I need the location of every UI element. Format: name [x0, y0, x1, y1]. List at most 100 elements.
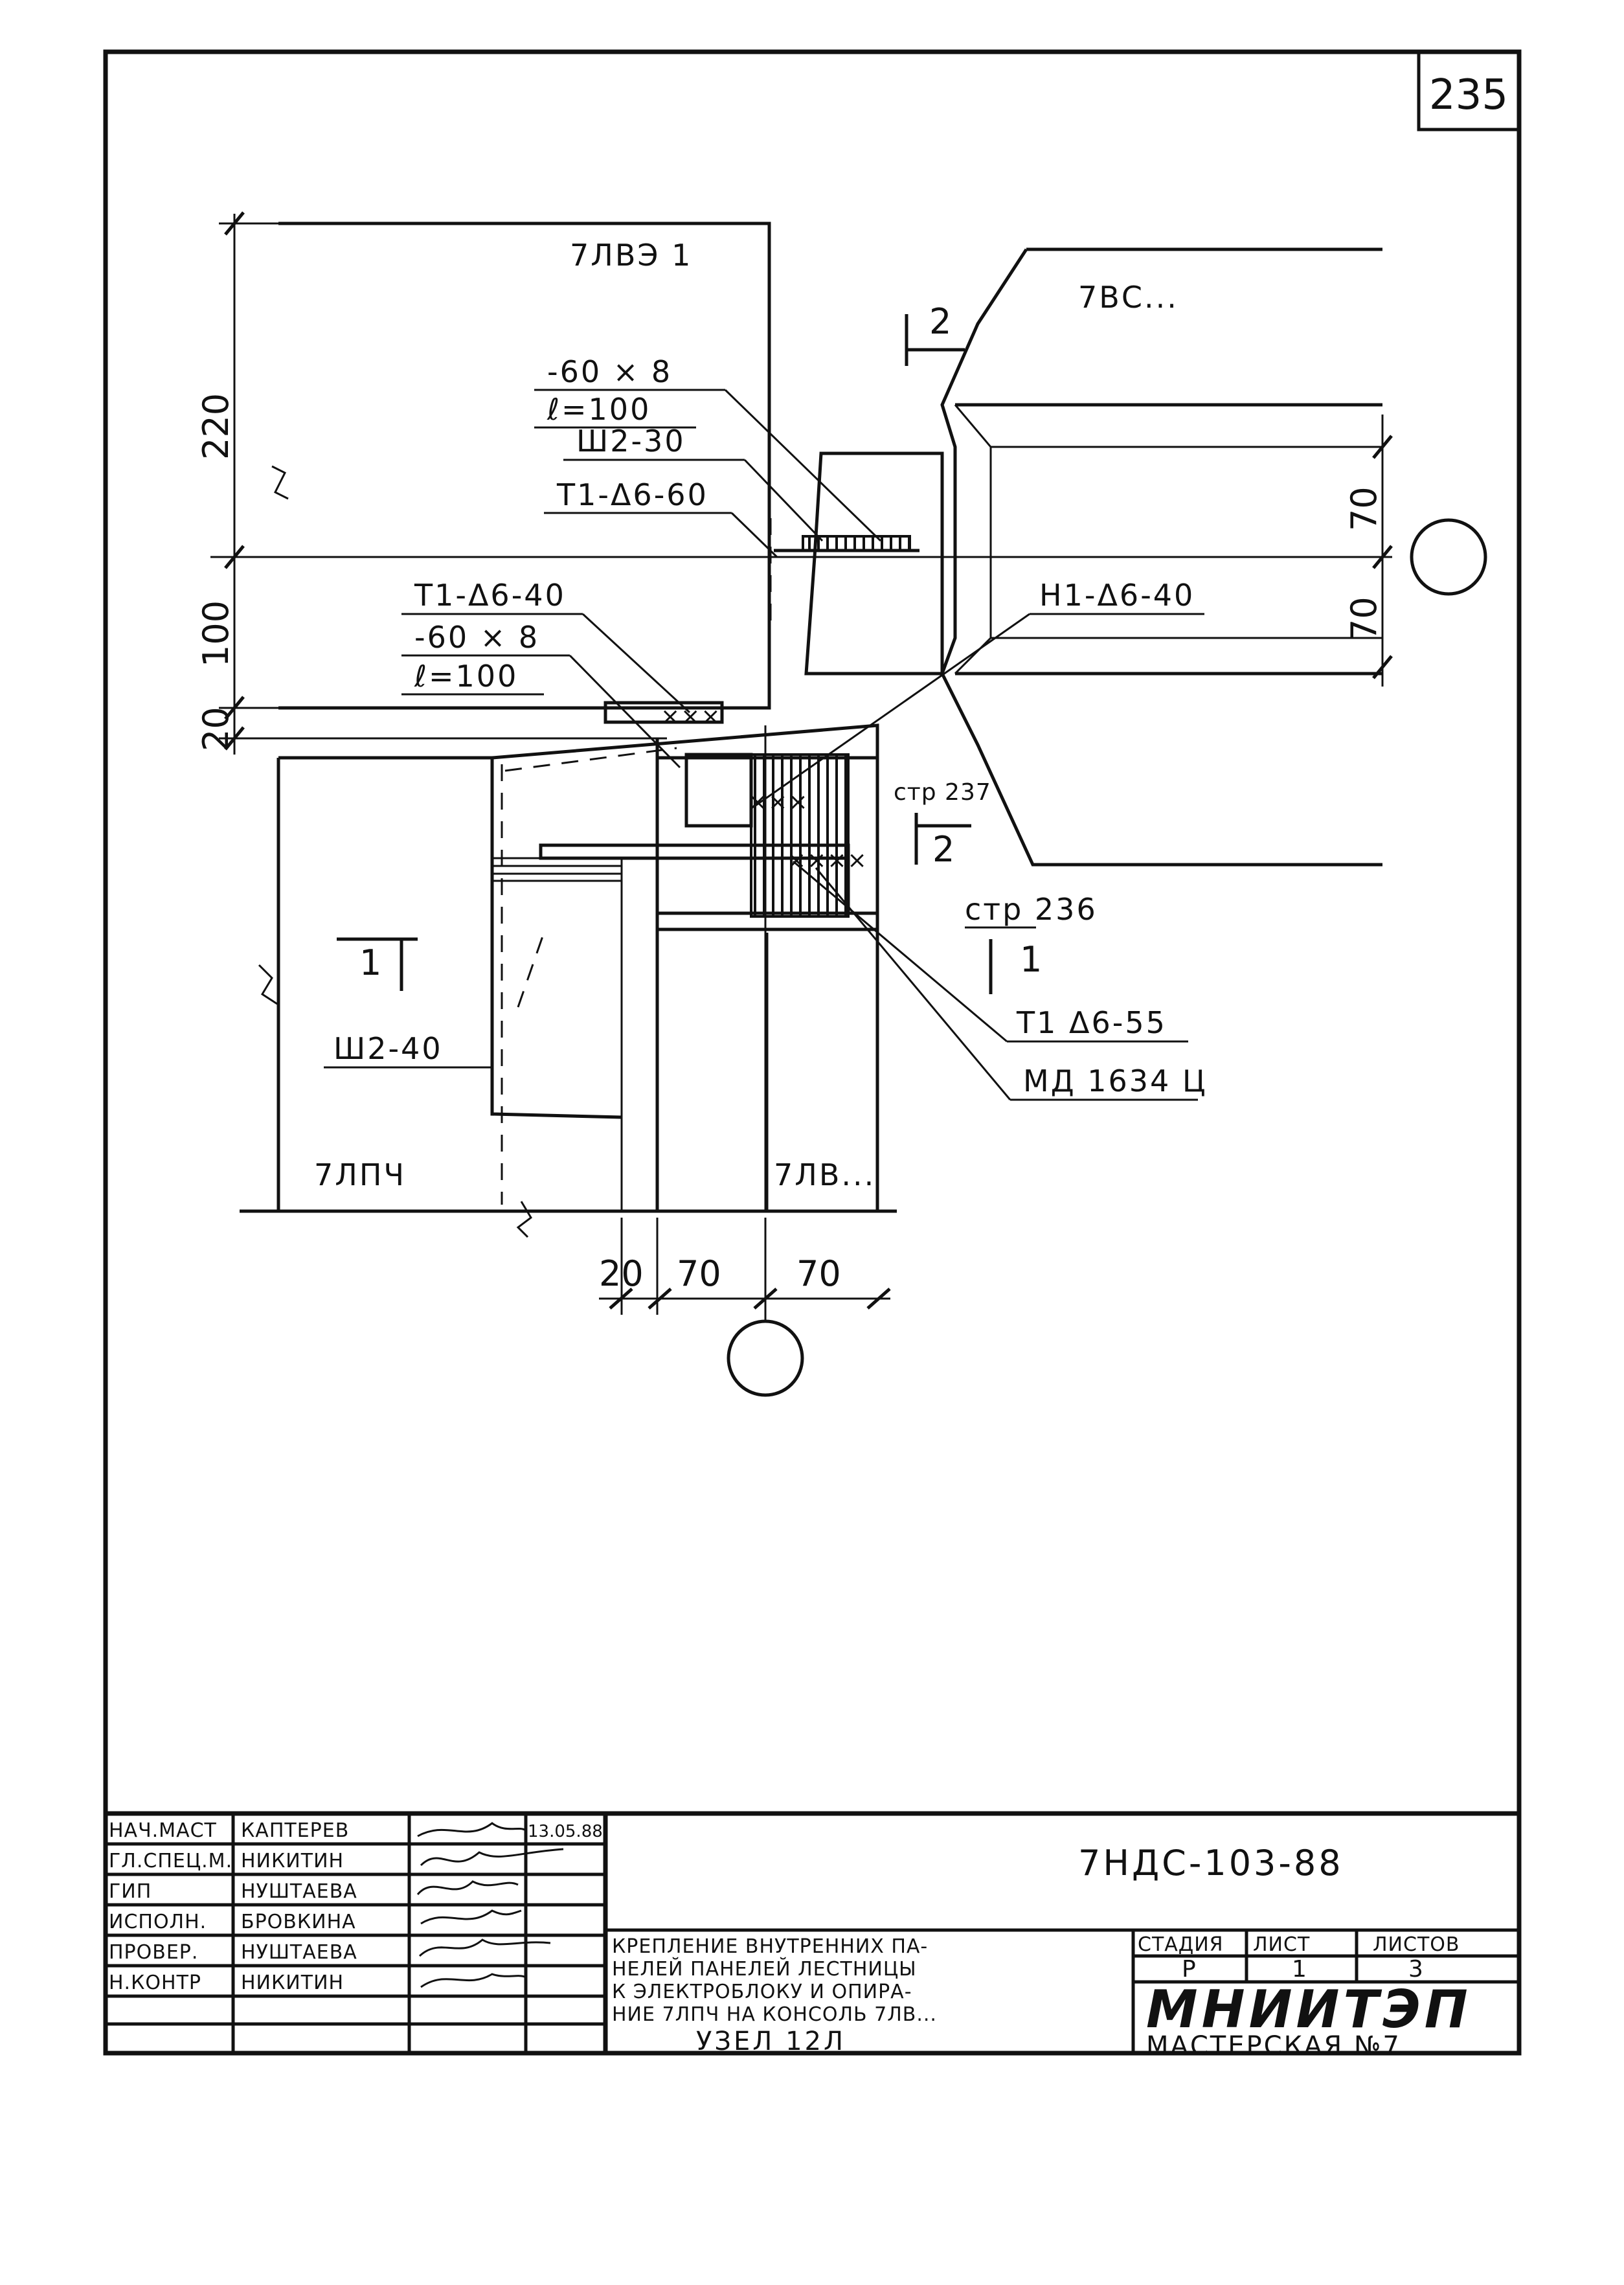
- label-wall: 7ВС...: [1078, 280, 1179, 315]
- node-label: УЗЕЛ 12Л: [696, 2027, 846, 2056]
- leader-t1-40-diag: [581, 613, 691, 714]
- workshop: МАСТЕРСКАЯ №7: [1146, 2031, 1401, 2061]
- sheet-number: 235: [1429, 71, 1508, 119]
- panel-7lpch-diag-dash: [517, 932, 545, 1008]
- leader-md-diag: [815, 867, 1011, 1100]
- doc-code: 7НДС-103-88: [1078, 1843, 1344, 1883]
- role-2: ГИП: [109, 1880, 152, 1903]
- callout-t1-55: Т1 Δ6-55: [1016, 1005, 1167, 1040]
- signature-scribbles: [416, 1822, 564, 1988]
- tick-r1: [1372, 435, 1393, 459]
- title-line-0: КРЕПЛЕНИЕ ВНУТРЕННИХ ПА-: [612, 1935, 928, 1958]
- embed-plate-top: [802, 535, 911, 552]
- dim-70-lower: 70: [1344, 597, 1384, 641]
- wall-7vs-outline: [940, 248, 1382, 867]
- sheet-frame: [103, 49, 1522, 2056]
- label-console: 7ЛВ...: [774, 1157, 875, 1192]
- weld-xxxx-1: ×××: [660, 703, 721, 730]
- node-drawing: 7ЛВЭ 1 220 100 20 7ВС... 70 70: [196, 211, 1487, 1397]
- break-mark-bottom-left: [258, 964, 278, 1005]
- break-mark-left: [271, 465, 289, 500]
- callout-plate-mid-len: ℓ=100: [414, 659, 518, 694]
- role-0: НАЧ.МАСТ: [109, 1819, 217, 1842]
- name-2: НУШТАЕВА: [241, 1880, 357, 1903]
- dim-bottom-20: 20: [599, 1253, 644, 1294]
- panel-7lpch-hatch: [491, 857, 623, 882]
- axis-bubble-bottom: [727, 1319, 804, 1397]
- org-name: МНИИТЭП: [1146, 1979, 1472, 2040]
- leader-sh2-30-diag: [743, 459, 824, 542]
- label-panel-bottom-left: 7ЛПЧ: [314, 1157, 406, 1192]
- break-mark-bottom: [516, 1201, 532, 1238]
- leader-t1-60-diag: [730, 512, 778, 558]
- tick-1: [224, 211, 245, 236]
- stage-value: Р: [1182, 1956, 1196, 1983]
- name-5: НИКИТИН: [241, 1972, 344, 1994]
- section1-left-label: 1: [359, 942, 381, 983]
- title-line-3: НИЕ 7ЛПЧ НА КОНСОЛЬ 7ЛВ...: [612, 2003, 937, 2026]
- date: 13.05.88: [528, 1822, 603, 1841]
- tick-b4: [866, 1288, 891, 1310]
- electroblock: [804, 451, 944, 676]
- callout-md: МД 1634 Ц: [1023, 1063, 1208, 1098]
- console-bottom-plate: [655, 911, 879, 931]
- role-4: ПРОВЕР.: [109, 1941, 198, 1964]
- leader-plate-top-diag: [724, 389, 882, 542]
- sheet-header: ЛИСТ: [1253, 1933, 1310, 1956]
- dim-bottom-70a: 70: [677, 1253, 721, 1294]
- panel-7lve1-outline: [278, 222, 771, 710]
- tick-3: [224, 696, 245, 720]
- dim-100: 100: [196, 600, 236, 667]
- console-hatched-body: [750, 753, 850, 918]
- weld-xxxx-2: ×××: [748, 789, 809, 815]
- console-inner-box: [684, 753, 753, 828]
- console-outline: [491, 723, 879, 1211]
- callout-plate-top-dim: -60 × 8: [547, 354, 672, 389]
- tick-b2: [648, 1288, 672, 1310]
- callout-str236: стр 236: [965, 892, 1098, 927]
- dim-20-left: 20: [196, 707, 236, 751]
- wall-notch: [954, 404, 992, 675]
- dim-bottom-70b: 70: [796, 1253, 841, 1294]
- label-panel-top: 7ЛВЭ 1: [570, 238, 692, 273]
- title-block: [106, 1811, 1519, 2053]
- weld-xxxx-3: ××××: [787, 847, 868, 874]
- sheets-header: ЛИСТОВ: [1373, 1933, 1460, 1956]
- leader-plate-mid-diag: [569, 654, 681, 769]
- panel-7lpch-top-dash: [504, 747, 677, 772]
- sheet-value: 1: [1292, 1956, 1307, 1983]
- role-5: Н.КОНТР: [109, 1972, 201, 1994]
- callout-t1-40: Т1-Δ6-40: [414, 578, 566, 613]
- sheet-number-box: [1417, 50, 1521, 131]
- name-3: БРОВКИНА: [241, 1911, 356, 1933]
- callout-sh2-40: Ш2-40: [333, 1031, 443, 1066]
- callout-str237: стр 237: [894, 779, 991, 806]
- callout-plate-mid-dim: -60 × 8: [414, 620, 539, 655]
- stage-header: СТАДИЯ: [1138, 1933, 1224, 1956]
- title-line-2: К ЭЛЕКТРОБЛОКУ И ОПИРА-: [612, 1981, 912, 2003]
- panel-7lpch-outline: [278, 756, 622, 1119]
- tick-r2: [1372, 545, 1393, 569]
- name-1: НИКИТИН: [241, 1850, 344, 1872]
- leader-t1-55-diag: [793, 860, 1008, 1043]
- dim-70-upper: 70: [1344, 486, 1384, 531]
- role-1: ГЛ.СПЕЦ.М.: [109, 1850, 232, 1872]
- name-0: КАПТЕРЕВ: [241, 1819, 349, 1842]
- tick-2: [224, 545, 245, 569]
- role-3: ИСПОЛН.: [109, 1911, 207, 1933]
- section2-top-label: 2: [929, 301, 951, 342]
- title-line-1: НЕЛЕЙ ПАНЕЛЕЙ ЛЕСТНИЦЫ: [612, 1957, 917, 1981]
- name-4: НУШТАЕВА: [241, 1941, 357, 1964]
- tick-r3: [1372, 655, 1393, 679]
- tick-4: [224, 726, 245, 751]
- callout-n1-40: Н1-Δ6-40: [1039, 578, 1195, 613]
- sheets-value: 3: [1408, 1956, 1423, 1983]
- dim-220: 220: [196, 393, 236, 460]
- embed-plate-mid: [603, 701, 724, 724]
- axis-bubble-right: [1410, 518, 1487, 596]
- section2-bottom-label: 2: [932, 829, 954, 870]
- callout-plate-top-len: ℓ=100: [547, 392, 651, 427]
- section1-right-label: 1: [1020, 939, 1042, 980]
- callout-t1-60: Т1-Δ6-60: [556, 477, 708, 512]
